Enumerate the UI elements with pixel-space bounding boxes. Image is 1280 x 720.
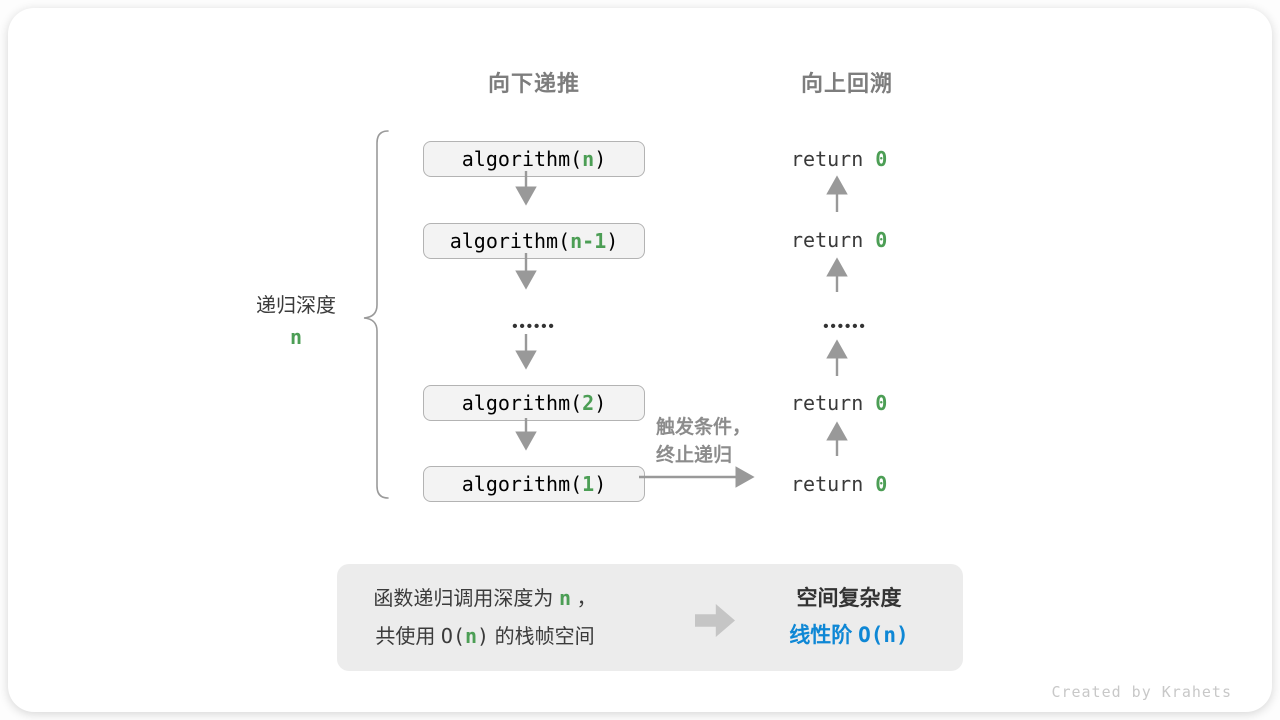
code-arg: n-1	[570, 229, 607, 253]
complexity-title: 空间复杂度	[796, 587, 902, 610]
implies-arrow-icon	[695, 604, 735, 637]
return-row-4: return 0	[791, 471, 921, 497]
depth-label: 递归深度	[256, 295, 336, 317]
depth-brace	[363, 130, 389, 499]
diagram-card: 向下递推 向上回溯 递归深度 n algorithm(n) algorithm(…	[8, 8, 1272, 712]
return-value: 0	[875, 472, 888, 496]
complexity-value-code: O(n)	[858, 623, 909, 647]
summary-line1: 函数递归调用深度为 n ，	[339, 580, 631, 618]
return-value: 0	[875, 391, 888, 415]
summary-text-part: 函数递归调用深度为	[373, 588, 559, 610]
code-text: algorithm(	[461, 472, 583, 496]
code-text: )	[594, 147, 607, 171]
code-text: algorithm(	[461, 391, 583, 415]
summary-text-part: 的栈帧空间	[489, 626, 595, 648]
code-arg: 2	[582, 391, 595, 415]
code-text: algorithm(	[449, 229, 571, 253]
code-arg: n	[582, 147, 595, 171]
return-row-1: return 0	[791, 146, 921, 172]
call-box-2: algorithm(2)	[423, 385, 645, 421]
code-text: return	[791, 472, 876, 496]
summary-arg: n	[465, 624, 478, 648]
terminate-label-line2: 终止递归	[656, 445, 733, 466]
big-o-open: O(	[440, 624, 465, 648]
summary-panel: 函数递归调用深度为 n ， 共使用 O(n) 的栈帧空间 空间复杂度 线性阶 O…	[337, 564, 963, 671]
terminate-label: 触发条件， 终止递归	[656, 414, 776, 470]
call-box-1: algorithm(1)	[423, 466, 645, 502]
ellipsis-left: ••••••	[512, 318, 556, 335]
code-text: return	[791, 391, 876, 415]
complexity-result: 空间复杂度 线性阶 O(n)	[744, 580, 954, 654]
code-text: algorithm(	[461, 147, 583, 171]
complexity-value: 线性阶 O(n)	[744, 617, 954, 654]
code-text: return	[791, 147, 876, 171]
summary-text: 函数递归调用深度为 n ， 共使用 O(n) 的栈帧空间	[339, 580, 631, 656]
return-row-3: return 0	[791, 390, 921, 416]
summary-line2: 共使用 O(n) 的栈帧空间	[339, 618, 631, 656]
header-recurse-down: 向下递推	[487, 71, 580, 96]
return-value: 0	[875, 228, 888, 252]
call-box-n: algorithm(n)	[423, 141, 645, 177]
complexity-value-cn: 线性阶	[789, 624, 859, 647]
watermark: Created by Krahets	[1051, 683, 1232, 701]
summary-text-part: 共使用	[375, 626, 441, 648]
depth-value: n	[289, 325, 303, 349]
header-backtrack-up: 向上回溯	[800, 71, 893, 96]
call-box-n-1: algorithm(n-1)	[423, 223, 645, 259]
return-row-2: return 0	[791, 227, 921, 253]
ellipsis-right: ••••••	[823, 318, 867, 335]
code-text: )	[594, 391, 607, 415]
summary-text-part: ，	[571, 588, 597, 610]
return-value: 0	[875, 147, 888, 171]
terminate-label-line1: 触发条件，	[656, 417, 752, 438]
code-text: return	[791, 228, 876, 252]
code-text: )	[594, 472, 607, 496]
code-text: )	[606, 229, 619, 253]
big-o-close: )	[477, 624, 490, 648]
summary-arg: n	[558, 586, 572, 610]
code-arg: 1	[582, 472, 595, 496]
